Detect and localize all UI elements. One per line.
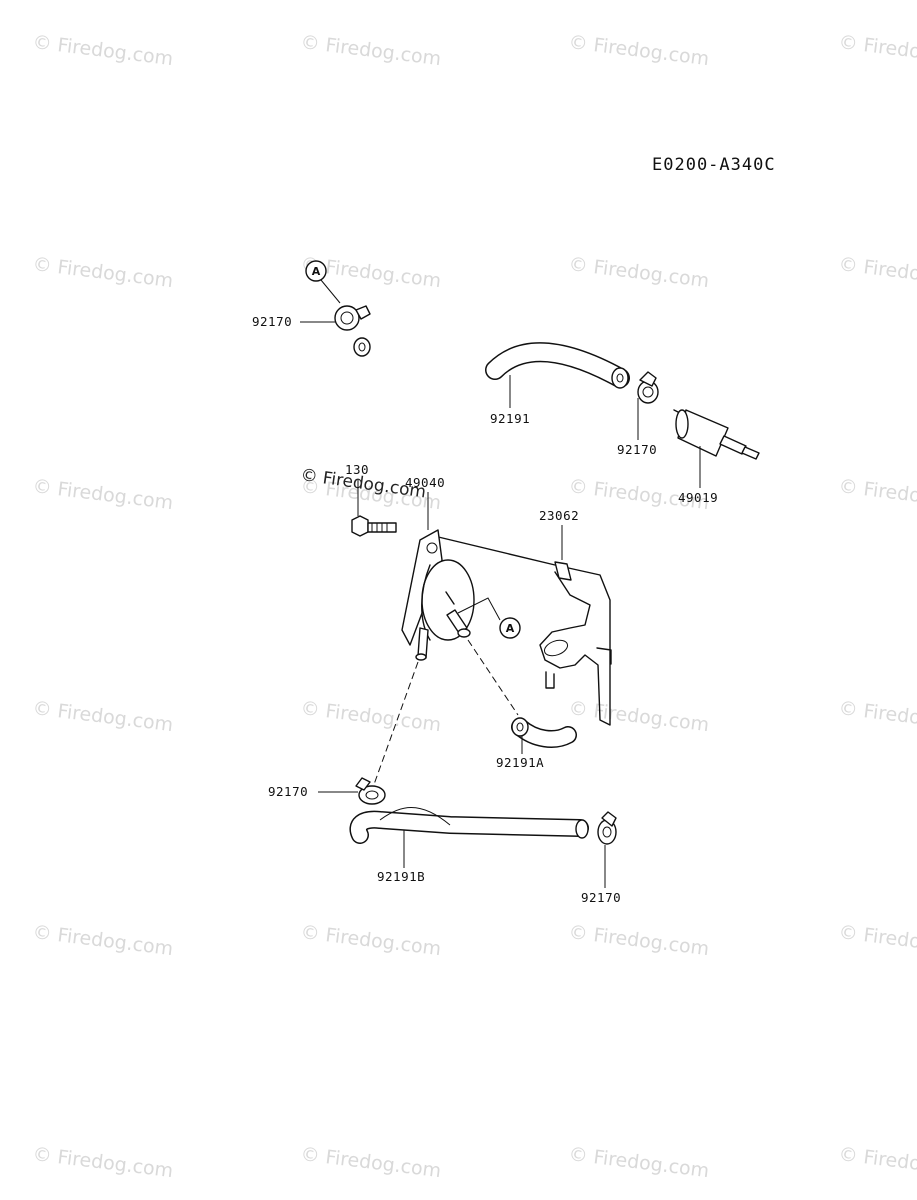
svg-text:A: A xyxy=(506,622,515,635)
watermark-text: © Firedog.com xyxy=(567,921,710,960)
part-label: 92170 xyxy=(581,890,621,905)
watermark-text: © Firedog.com xyxy=(31,921,174,960)
fuel-hose-icon xyxy=(349,807,589,844)
leader-lines xyxy=(300,321,701,888)
watermark-text: © Firedog.com xyxy=(567,31,710,70)
watermark-text: © Firedog.com xyxy=(31,253,174,292)
watermark-text: © Firedog.com xyxy=(837,1143,917,1182)
fuel-hose-icon xyxy=(347,332,630,410)
part-label: 92170 xyxy=(617,442,657,457)
part-label: 49019 xyxy=(678,490,718,505)
clamp-icon xyxy=(355,777,386,805)
watermark-text: © Firedog.com xyxy=(567,1143,710,1182)
part-label: 130 xyxy=(345,462,369,477)
fuel-filter-icon xyxy=(673,409,760,460)
fuel-hose-icon xyxy=(511,717,577,748)
watermark-text: © Firedog.com xyxy=(31,1143,174,1182)
watermark-text: © Firedog.com xyxy=(837,697,917,736)
watermark-text: © Firedog.com xyxy=(299,31,442,70)
part-label: 23062 xyxy=(539,508,579,523)
mounting-bracket-icon xyxy=(429,534,612,726)
part-label: 92170 xyxy=(268,784,308,799)
clip-icon xyxy=(554,561,572,581)
watermark-text: © Firedog.com xyxy=(31,697,174,736)
reference-mark-a-middle: A xyxy=(457,597,521,639)
bolt-icon xyxy=(351,515,397,537)
watermark-text: © Firedog.com xyxy=(299,1143,442,1182)
watermark-text: © Firedog.com xyxy=(567,253,710,292)
connection-lines xyxy=(371,639,519,791)
clamp-icon xyxy=(597,811,617,845)
watermark-text: © Firedog.com xyxy=(31,475,174,514)
watermark-text: © Firedog.com xyxy=(837,31,917,70)
watermark-text: © Firedog.com xyxy=(299,921,442,960)
clamp-icon xyxy=(334,305,371,331)
part-labels: 92170 92191 92170 49019 130 49040 23062 … xyxy=(252,314,718,905)
reference-mark-a-top: A xyxy=(305,260,341,304)
watermark-text: © Firedog.com xyxy=(31,31,174,70)
clamp-icon xyxy=(637,371,659,404)
part-label: 92170 xyxy=(252,314,292,329)
watermark-text: © Firedog.com xyxy=(567,697,710,736)
fuel-pump-icon xyxy=(401,529,475,661)
part-label: 49040 xyxy=(405,475,445,490)
watermark-text: © Firedog.com xyxy=(837,921,917,960)
part-label: 92191 xyxy=(490,411,530,426)
svg-text:A: A xyxy=(312,265,321,278)
part-label: 92191A xyxy=(496,755,544,770)
watermark-text: © Firedog.com xyxy=(299,697,442,736)
part-label: 92191B xyxy=(377,869,425,884)
watermark-text: © Firedog.com xyxy=(837,475,917,514)
watermark-text: © Firedog.com xyxy=(837,253,917,292)
diagram-code: E0200-A340C xyxy=(652,155,776,175)
